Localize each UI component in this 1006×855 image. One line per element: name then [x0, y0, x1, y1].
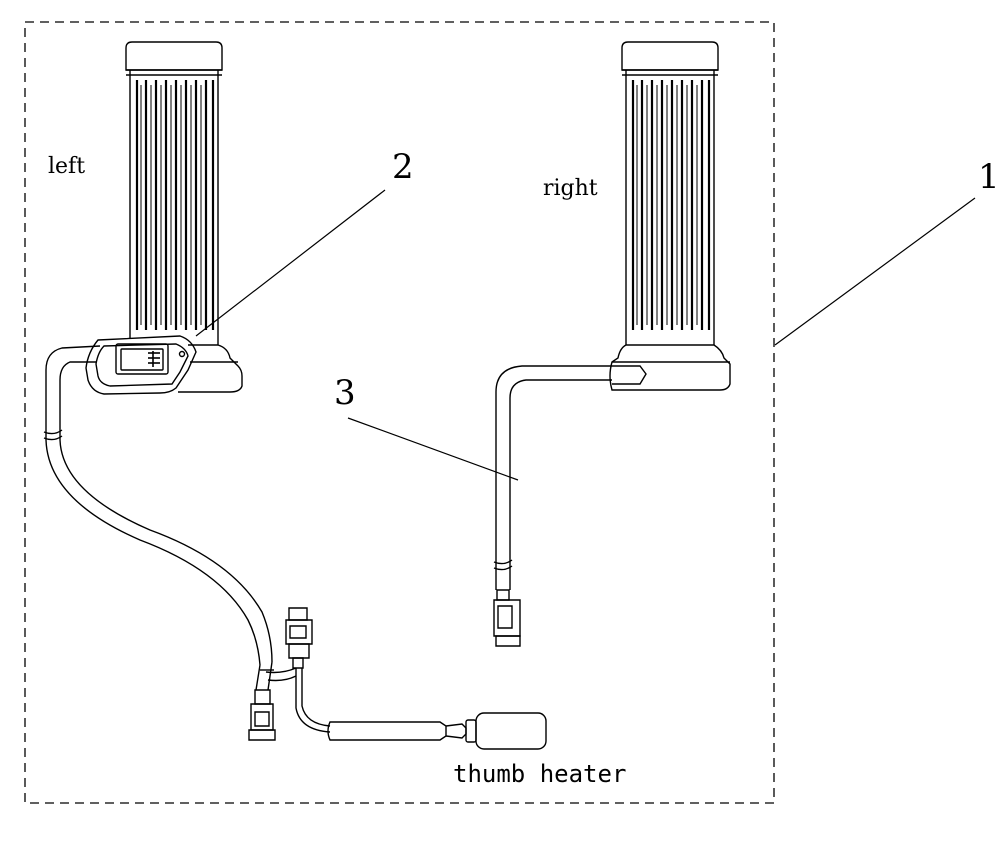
callout-2: 2 — [392, 147, 414, 187]
thumb-heater-label: thumb heater — [453, 760, 627, 788]
left-wire-harness — [44, 346, 296, 690]
right-grip — [610, 42, 730, 390]
left-grip-label: left — [48, 154, 86, 179]
callout-1: 1 — [978, 157, 1000, 197]
leader-line-3 — [348, 418, 518, 480]
left-grip-connector — [249, 690, 275, 740]
right-grip-connector — [494, 590, 520, 646]
callout-leaders — [196, 190, 975, 480]
switch-connector — [286, 608, 330, 732]
left-grip — [126, 42, 242, 392]
thumb-heater — [328, 713, 546, 749]
callout-3: 3 — [334, 373, 356, 413]
right-grip-label: right — [543, 176, 598, 201]
right-wire-harness — [494, 366, 612, 590]
leader-line-2 — [196, 190, 385, 336]
leader-line-1 — [775, 198, 975, 345]
heater-switch-housing — [86, 336, 196, 394]
